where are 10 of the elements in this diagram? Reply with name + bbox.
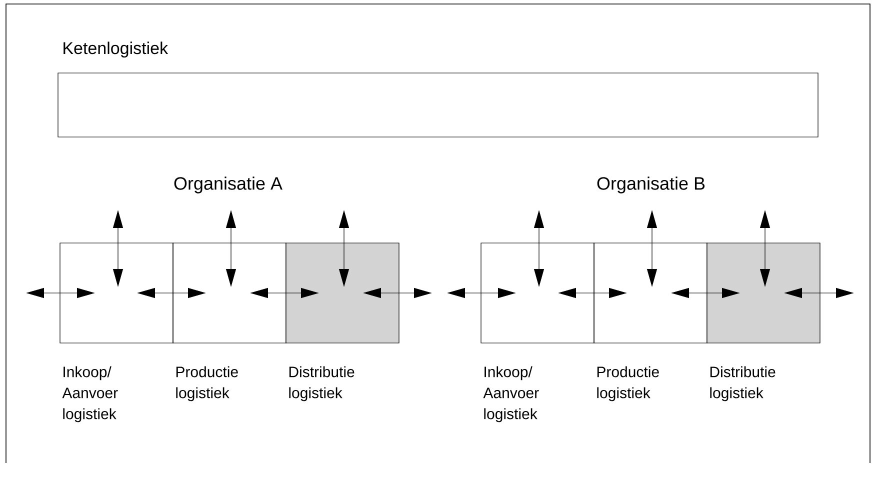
box-caption: Distributie logistiek <box>289 366 354 402</box>
box-caption: Productie logistiek <box>176 366 238 402</box>
box-caption: Inkoop/ Aanvoer logistiek <box>62 366 118 422</box>
group-title: Organisatie A <box>174 176 282 194</box>
box-caption: Inkoop/ Aanvoer logistiek <box>483 366 539 422</box>
wide-box: Ketenlogistiek <box>58 42 818 138</box>
box-caption: Distributie logistiek <box>710 366 776 402</box>
group-title: Organisatie B <box>597 176 705 194</box>
box-caption: Productie logistiek <box>597 366 659 402</box>
node-label: Ketenlogistiek <box>64 42 168 58</box>
